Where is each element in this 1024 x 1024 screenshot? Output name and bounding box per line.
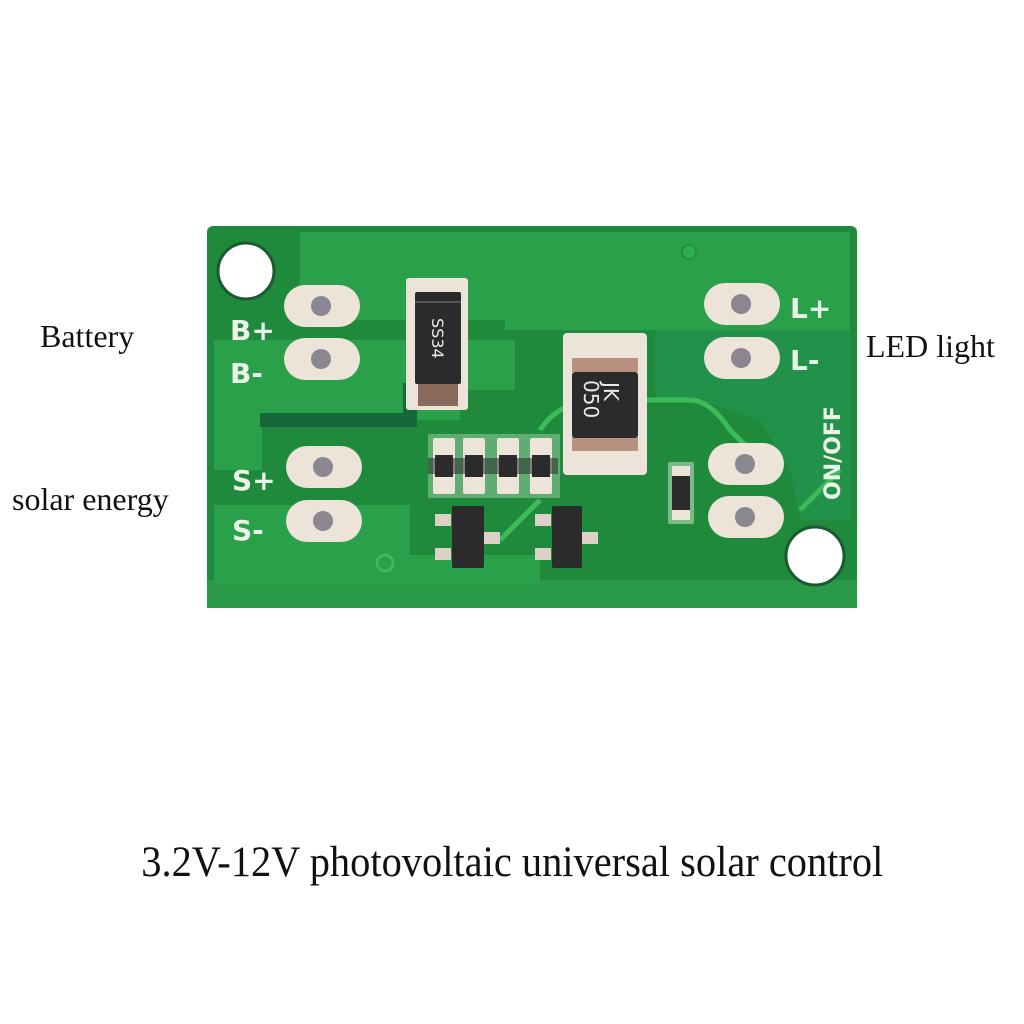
inductor-jk050: JK 050 [563, 333, 647, 475]
inductor-marking-2: 050 [579, 380, 603, 418]
transistor-2 [535, 506, 598, 568]
silk-on-off: ON/OFF [821, 406, 846, 500]
silk-l-plus: L+ [790, 292, 831, 325]
mounting-hole-top-left [216, 241, 276, 301]
pad-switch-1 [708, 443, 784, 485]
pad-b-plus [284, 285, 360, 327]
silk-b-plus: B+ [230, 314, 275, 347]
pad-s-minus [286, 500, 362, 542]
resistor-small [668, 462, 694, 524]
inductor-marking-1: JK [599, 380, 623, 402]
pad-l-plus [704, 283, 780, 325]
mounting-hole-bottom-right [784, 525, 846, 587]
transistor-1 [435, 506, 500, 568]
solar-energy-label: solar energy [12, 481, 169, 517]
diode-ss34: SS34 [406, 278, 468, 410]
pad-l-minus [704, 337, 780, 379]
silk-b-minus: B- [230, 357, 263, 390]
led-light-label: LED light [866, 328, 995, 364]
battery-label: Battery [40, 318, 135, 354]
pad-b-minus [284, 338, 360, 380]
pad-s-plus [286, 446, 362, 488]
silk-l-minus: L- [790, 344, 819, 377]
silk-s-plus: S+ [232, 464, 276, 497]
resistor-array [428, 434, 560, 498]
product-caption: 3.2V-12V photovoltaic universal solar co… [141, 839, 884, 886]
pad-switch-2 [708, 496, 784, 538]
diode-marking: SS34 [428, 318, 447, 359]
silk-s-minus: S- [232, 514, 264, 547]
